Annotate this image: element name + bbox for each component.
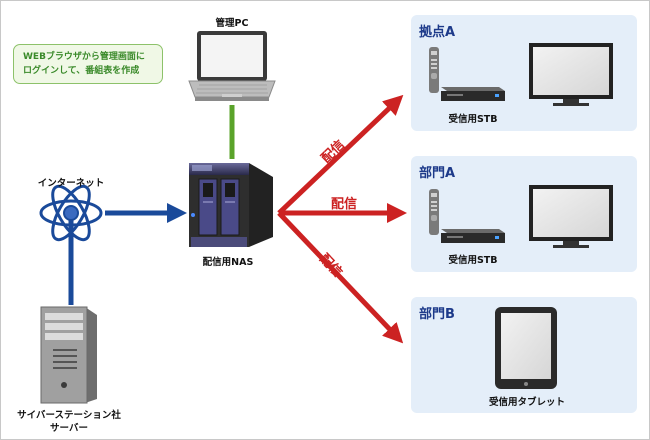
tablet-label: 受信用タブレット bbox=[488, 397, 566, 408]
callout-line-2: ログインして、番組表を作成 bbox=[23, 66, 140, 76]
panel-title-bumon-b: 部門B bbox=[419, 307, 455, 322]
instruction-callout: WEBブラウザから管理画面に ログインして、番組表を作成 bbox=[13, 44, 163, 84]
arrow-to-bumon-b bbox=[277, 211, 404, 344]
callout-line-1: WEBブラウザから管理画面に bbox=[23, 52, 145, 62]
arrow-to-kyoten-a bbox=[277, 94, 404, 215]
server-tower-icon bbox=[40, 306, 97, 404]
tv-monitor-icon bbox=[529, 43, 613, 106]
set-top-box-icon bbox=[441, 229, 505, 243]
laptop-icon bbox=[188, 31, 276, 101]
panel-title-bumon-a: 部門A bbox=[419, 166, 456, 181]
tablet-icon bbox=[495, 307, 557, 389]
nas-label: 配信用NAS bbox=[202, 257, 254, 268]
tv-monitor-icon bbox=[529, 185, 613, 248]
admin-pc-label: 管理PC bbox=[215, 18, 249, 29]
nas-device-icon bbox=[189, 163, 273, 247]
remote-control-icon bbox=[429, 47, 439, 93]
stb-label-bumon-a: 受信用STB bbox=[448, 255, 498, 266]
panel-title-kyoten-a: 拠点A bbox=[419, 25, 456, 40]
remote-control-icon bbox=[429, 189, 439, 235]
internet-label: インターネット bbox=[37, 178, 105, 189]
server-label-line1: サイバーステーション社 bbox=[17, 410, 121, 421]
stb-label-kyoten-a: 受信用STB bbox=[448, 114, 498, 125]
globe-icon bbox=[39, 184, 103, 242]
set-top-box-icon bbox=[441, 87, 505, 101]
arrow-label-bumon-a: 配信 bbox=[331, 197, 358, 212]
server-label-line2: サーバー bbox=[50, 423, 88, 434]
